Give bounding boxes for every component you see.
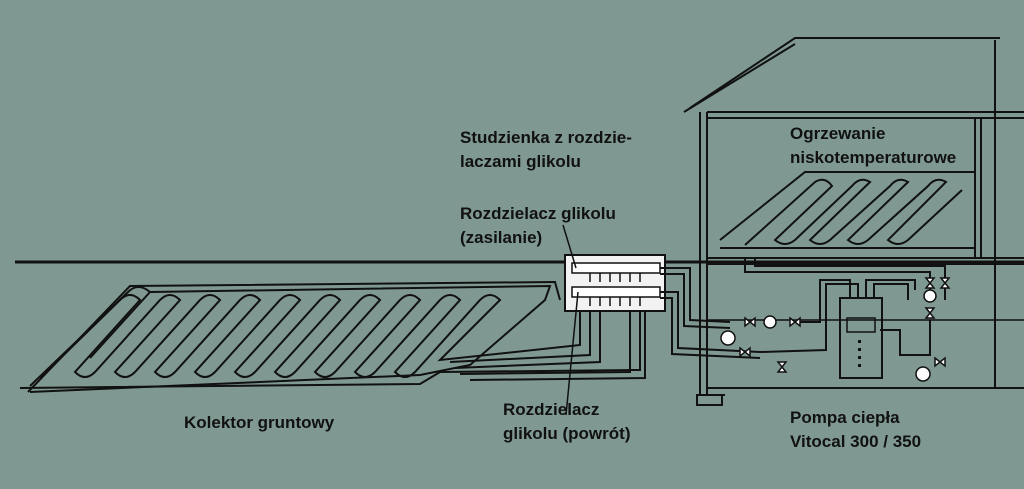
manhole-label-line1: Studzienka z rozdzie- bbox=[460, 128, 632, 147]
valve-3 bbox=[739, 346, 751, 358]
valve-6 bbox=[924, 307, 936, 319]
return-manifold-label-line2: glikolu (powrót) bbox=[503, 424, 631, 443]
valve-8 bbox=[934, 356, 946, 368]
heat-pump-label-line1: Pompa ciepła bbox=[790, 408, 900, 427]
heating-pump bbox=[923, 289, 937, 303]
house bbox=[683, 37, 1024, 406]
manhole-label-line2: laczami glikolu bbox=[460, 152, 581, 171]
heat-pump-label: Pompa ciepła Vitocal 300 / 350 bbox=[790, 406, 921, 454]
manhole-label: Studzienka z rozdzie- laczami glikolu bbox=[460, 126, 632, 174]
valve-7 bbox=[776, 361, 788, 373]
collector-pipes bbox=[449, 300, 646, 381]
floor-heating-slab bbox=[719, 171, 976, 249]
floor-heating-label: Ogrzewanie niskotemperaturowe bbox=[790, 122, 956, 170]
return-manifold-label: Rozdzielacz glikolu (powrót) bbox=[503, 398, 630, 446]
supply-manifold bbox=[571, 262, 661, 274]
expansion-vessel-2 bbox=[915, 366, 931, 382]
expansion-vessel-1 bbox=[720, 330, 736, 346]
house-feed-pipes bbox=[660, 267, 761, 359]
supply-manifold-label-line2: (zasilanie) bbox=[460, 228, 543, 247]
leader-lines bbox=[562, 224, 579, 416]
floor-heating-label-line2: niskotemperaturowe bbox=[790, 148, 957, 167]
valve-4 bbox=[924, 277, 936, 289]
supply-manifold-label: Rozdzielacz glikolu (zasilanie) bbox=[460, 202, 616, 250]
ground-collector-loops bbox=[19, 280, 641, 393]
fittings bbox=[720, 277, 951, 382]
supply-manifold-label-line1: Rozdzielacz glikolu bbox=[460, 204, 616, 223]
return-manifold bbox=[571, 286, 661, 298]
heat-pump-label-line2: Vitocal 300 / 350 bbox=[790, 432, 922, 451]
valve-5 bbox=[939, 277, 951, 289]
valve-2 bbox=[789, 316, 801, 328]
circulation-pump bbox=[763, 315, 777, 329]
heat-pump-unit bbox=[759, 279, 931, 379]
ground-collector-label: Kolektor gruntowy bbox=[184, 411, 334, 435]
valve-1 bbox=[744, 316, 756, 328]
return-manifold-label-line1: Rozdzielacz bbox=[503, 400, 600, 419]
ground-collector-label-text: Kolektor gruntowy bbox=[184, 413, 335, 432]
manifold-manhole bbox=[564, 254, 666, 312]
floor-heating-label-line1: Ogrzewanie bbox=[790, 124, 886, 143]
